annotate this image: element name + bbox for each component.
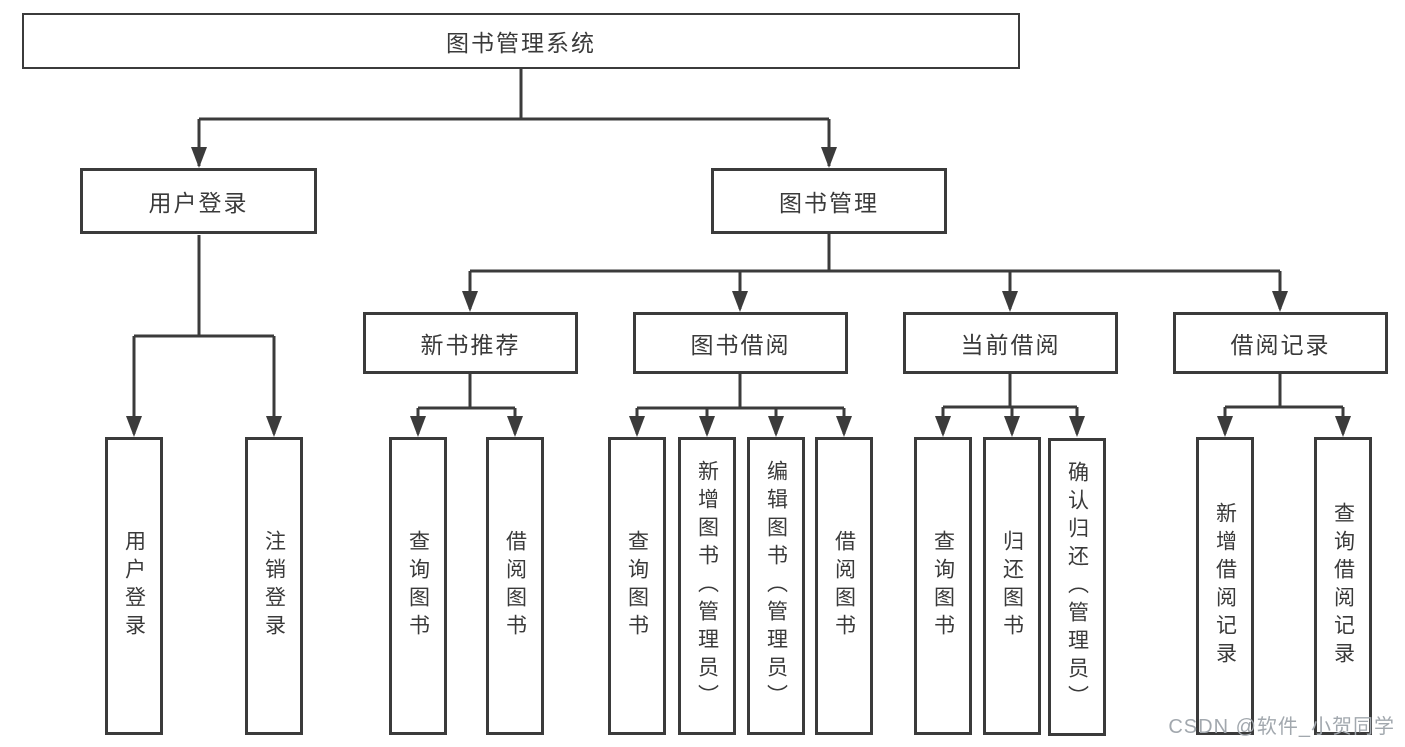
node-book-management-label: 图书管理 xyxy=(779,190,879,216)
leaf-borrow-query-books-label: 查询图书 xyxy=(625,530,649,642)
connector-segments xyxy=(132,68,1345,434)
leaf-query-borrow-record: 查询借阅记录 xyxy=(1314,437,1372,735)
leaf-return-books: 归还图书 xyxy=(983,437,1041,735)
node-book-borrow: 图书借阅 xyxy=(633,312,848,374)
node-user-login: 用户登录 xyxy=(80,168,317,234)
csdn-watermark: CSDN @软件_小贺同学 xyxy=(1168,716,1395,738)
leaf-borrow-query-books: 查询图书 xyxy=(608,437,666,735)
leaf-query-borrow-record-label: 查询借阅记录 xyxy=(1331,502,1355,670)
leaf-edit-books-admin: 编辑图书（管理员） xyxy=(747,437,805,735)
leaf-add-books-admin-label: 新增图书（管理员） xyxy=(695,460,719,712)
node-book-management: 图书管理 xyxy=(711,168,947,234)
leaf-borrow-books: 借阅图书 xyxy=(815,437,873,735)
leaf-return-books-label: 归还图书 xyxy=(1000,530,1024,642)
leaf-confirm-return-admin-label: 确认归还（管理员） xyxy=(1065,461,1089,713)
leaf-recommend-query-books-label: 查询图书 xyxy=(406,530,430,642)
node-borrow-records-label: 借阅记录 xyxy=(1230,332,1331,358)
node-new-book-recommend: 新书推荐 xyxy=(363,312,578,374)
leaf-recommend-borrow-books-label: 借阅图书 xyxy=(503,530,527,642)
leaf-edit-books-admin-label: 编辑图书（管理员） xyxy=(764,460,788,712)
leaf-add-borrow-record: 新增借阅记录 xyxy=(1196,437,1254,735)
node-user-login-label: 用户登录 xyxy=(148,190,249,216)
node-root-system-label: 图书管理系统 xyxy=(446,30,596,56)
node-current-borrow-label: 当前借阅 xyxy=(960,332,1061,358)
node-book-borrow-label: 图书借阅 xyxy=(690,332,791,358)
leaf-recommend-borrow-books: 借阅图书 xyxy=(486,437,544,735)
leaf-recommend-query-books: 查询图书 xyxy=(389,437,447,735)
leaf-logout-label: 注销登录 xyxy=(262,530,286,642)
leaf-logout: 注销登录 xyxy=(245,437,303,735)
leaf-current-query-books: 查询图书 xyxy=(914,437,972,735)
node-borrow-records: 借阅记录 xyxy=(1173,312,1388,374)
leaf-user-login-label: 用户登录 xyxy=(122,530,146,642)
node-new-book-recommend-label: 新书推荐 xyxy=(420,332,521,358)
leaf-current-query-books-label: 查询图书 xyxy=(931,530,955,642)
leaf-add-borrow-record-label: 新增借阅记录 xyxy=(1213,502,1237,670)
leaf-add-books-admin: 新增图书（管理员） xyxy=(678,437,736,735)
leaf-confirm-return-admin: 确认归还（管理员） xyxy=(1048,438,1106,736)
leaf-user-login: 用户登录 xyxy=(105,437,163,735)
node-root-system: 图书管理系统 xyxy=(22,13,1020,69)
arrowheads xyxy=(126,147,1351,437)
node-current-borrow: 当前借阅 xyxy=(903,312,1118,374)
leaf-borrow-books-label: 借阅图书 xyxy=(832,530,856,642)
